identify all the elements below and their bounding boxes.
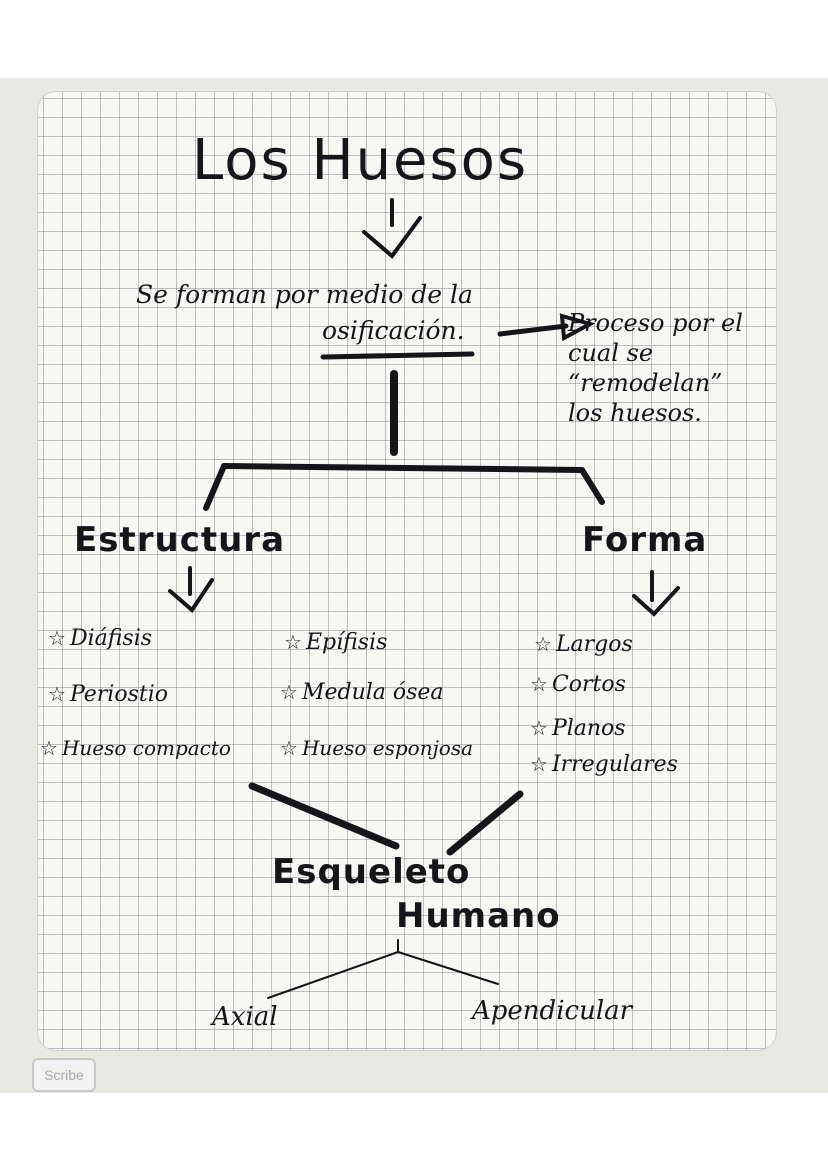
scribe-watermark: Scribe xyxy=(32,1058,96,1092)
star-icon: ☆ xyxy=(530,716,548,740)
axial-label: Axial xyxy=(212,1002,278,1032)
underline-osificacion xyxy=(320,351,475,360)
star-icon: ☆ xyxy=(284,630,302,654)
skeleton-split-lines xyxy=(267,939,499,999)
estructura-heading: Estructura xyxy=(74,520,286,560)
list-item: ☆Periostio xyxy=(48,682,168,707)
branch-lines xyxy=(203,463,605,511)
list-item: ☆Diáfisis xyxy=(48,626,153,651)
apendicular-label: Apendicular xyxy=(472,996,633,1026)
list-item: ☆Irregulares xyxy=(530,752,678,777)
list-item: ☆Hueso esponjosa xyxy=(280,736,474,760)
page-title: Los Huesos xyxy=(192,128,529,193)
star-icon: ☆ xyxy=(530,672,548,696)
intro-text: Se forman por medio de la xyxy=(136,280,473,309)
arrow-title-down xyxy=(362,198,422,259)
star-icon: ☆ xyxy=(534,632,552,656)
intro-term: osificación. xyxy=(322,316,465,345)
list-item: ☆Largos xyxy=(534,632,633,657)
list-item: ☆Epífisis xyxy=(284,630,388,655)
list-item: ☆Cortos xyxy=(530,672,626,697)
skeleton-connectors xyxy=(248,782,524,856)
star-icon: ☆ xyxy=(48,682,66,706)
star-icon: ☆ xyxy=(280,680,298,704)
arrow-estructura-down xyxy=(168,566,214,613)
star-icon: ☆ xyxy=(280,736,298,760)
list-item: ☆Medula ósea xyxy=(280,680,444,705)
star-icon: ☆ xyxy=(530,752,548,776)
star-icon: ☆ xyxy=(40,736,58,760)
star-icon: ☆ xyxy=(48,626,66,650)
arrow-to-definition xyxy=(497,313,596,342)
list-item: ☆Hueso compacto xyxy=(40,736,231,760)
skeleton-heading-line2: Humano xyxy=(396,896,561,936)
list-item: ☆Planos xyxy=(530,716,626,741)
arrow-forma-down xyxy=(632,570,680,617)
skeleton-heading-line1: Esqueleto xyxy=(272,852,471,892)
forma-heading: Forma xyxy=(582,520,708,560)
definition-note: Proceso por el cual se “remodelan” los h… xyxy=(568,309,743,427)
